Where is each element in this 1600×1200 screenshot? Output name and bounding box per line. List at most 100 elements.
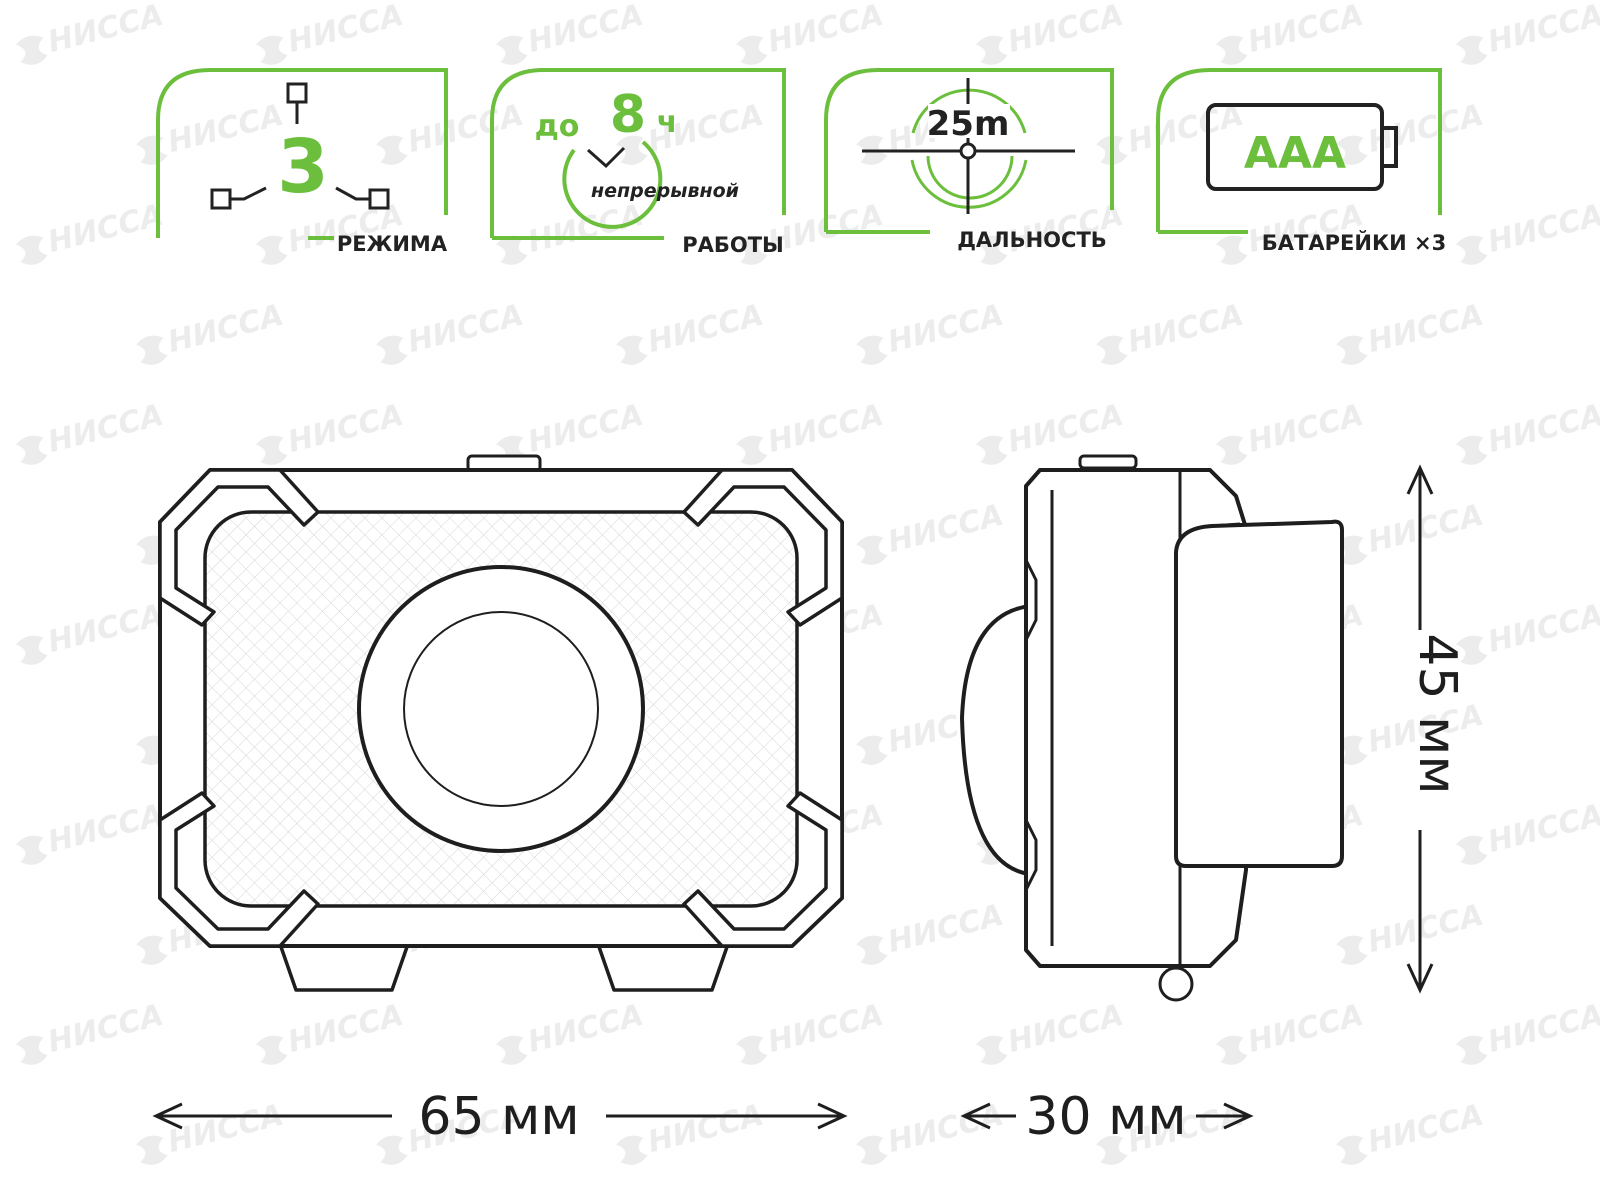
watermark-text: НИССА [1485,798,1600,860]
watermark-tile: НИССА [1456,198,1600,265]
watermark-tile: НИССА [736,0,887,65]
watermark-text: НИССА [765,0,887,60]
watermark-logo-icon [1456,235,1488,265]
watermark-text: НИССА [165,98,287,160]
watermark-tile: НИССА [616,298,767,365]
feature-frame [824,68,1114,232]
watermark-logo-icon [1096,1135,1128,1165]
watermark-logo-icon [736,35,768,65]
watermark-logo-icon [16,635,48,665]
watermark-tile: НИССА [256,0,407,65]
watermark-logo-icon [16,435,48,465]
watermark-logo-icon [1216,435,1248,465]
watermark-text: НИССА [765,998,887,1060]
watermark-logo-icon [976,435,1008,465]
watermark-tile: НИССА [16,398,167,465]
watermark-logo-icon [16,1035,48,1065]
watermark-tile: НИССА [16,998,167,1065]
watermark-logo-icon [1216,235,1248,265]
watermark-text: НИССА [285,398,407,460]
watermark-logo-icon [1216,35,1248,65]
watermark-tile: НИССА [136,298,287,365]
watermark-tile: НИССА [16,798,167,865]
watermark-logo-icon [1336,1135,1368,1165]
watermark-text: НИССА [1365,498,1487,560]
right-foot [596,943,730,992]
watermark-tile: НИССА [856,498,1007,565]
watermark-tile: НИССА [16,198,167,265]
watermark-tile: НИССА [1456,798,1600,865]
crosshair-icon [862,78,1075,214]
watermark-text: НИССА [1485,998,1600,1060]
corner-guards [158,468,844,948]
depth-label: 30 мм [1025,1087,1186,1147]
watermark-tile: НИССА [1336,1098,1487,1165]
range-value: 25m [927,104,1010,144]
watermark-logo-icon [856,335,888,365]
battery-value: AAA [1244,128,1346,179]
dimension-width [152,1102,848,1130]
watermark-logo-icon [856,735,888,765]
watermark-text: НИССА [1245,998,1367,1060]
watermark-logo-icon [256,35,288,65]
modes-value: 3 [277,124,329,210]
watermark-tile: НИССА [856,298,1007,365]
watermark-logo-icon [496,35,528,65]
watermark-logo-icon [16,235,48,265]
watermark-tile: НИССА [1096,98,1247,165]
watermark-logo-icon [376,1135,408,1165]
watermark-tile: НИССА [376,98,527,165]
watermark-tile: НИССА [1336,298,1487,365]
watermark-tile: НИССА [256,398,407,465]
watermark-tile: НИССА [1456,998,1600,1065]
watermark-logo-icon [136,1135,168,1165]
feature-range: 25m ДАЛЬНОСТЬ [824,68,1114,252]
watermark-text: НИССА [885,898,1007,960]
watermark-tile: НИССА [616,1098,767,1165]
watermark-tile: НИССА [976,998,1127,1065]
watermark-logo-icon [376,335,408,365]
watermark-tile: НИССА [496,998,647,1065]
watermark-tile: НИССА [496,198,647,265]
watermark-text: НИССА [1365,298,1487,360]
watermark-logo-icon [856,1135,888,1165]
watermark-tile: НИССА [1096,298,1247,365]
watermark-text: НИССА [645,1098,767,1160]
height-label: 45 мм [1407,633,1467,794]
dimension-height [1406,464,1434,994]
watermark-text: НИССА [45,998,167,1060]
dimension-depth [960,1102,1254,1130]
watermark-logo-icon [376,135,408,165]
watermark-text: НИССА [525,198,647,260]
watermark-text: НИССА [1485,598,1600,660]
runtime-value: 8 [610,85,646,145]
watermark-logo-icon [136,935,168,965]
feature-modes: 3 РЕЖИМА [156,68,448,256]
watermark-logo-icon [1336,935,1368,965]
watermark-text: НИССА [1365,898,1487,960]
watermark-logo-icon [1456,435,1488,465]
mode-tree-icon [210,82,390,210]
watermark-tile: НИССА [1336,898,1487,965]
watermark-tile: НИССА [1216,398,1367,465]
watermark-text: НИССА [405,298,527,360]
feature-battery: AAA БАТАРЕЙКИ ×3 [1156,68,1446,255]
watermark-text: НИССА [1245,398,1367,460]
watermark-tile: НИССА [16,598,167,665]
watermark-logo-icon [256,435,288,465]
watermark-text: НИССА [1485,0,1600,60]
watermark-text: НИССА [885,298,1007,360]
watermark-tile: НИССА [16,0,167,65]
watermark-text: НИССА [765,398,887,460]
feature-runtime: до 8 ч непрерывной РАБОТЫ [490,68,786,257]
watermark-logo-icon [16,835,48,865]
watermark-tile: НИССА [136,1098,287,1165]
side-bottom-knob [1158,966,1194,1002]
watermark-text: НИССА [45,198,167,260]
watermark-logo-icon [856,535,888,565]
watermark-logo-icon [136,135,168,165]
left-foot [278,943,410,992]
watermark-logo-icon [976,235,1008,265]
battery-icon [1206,103,1398,191]
